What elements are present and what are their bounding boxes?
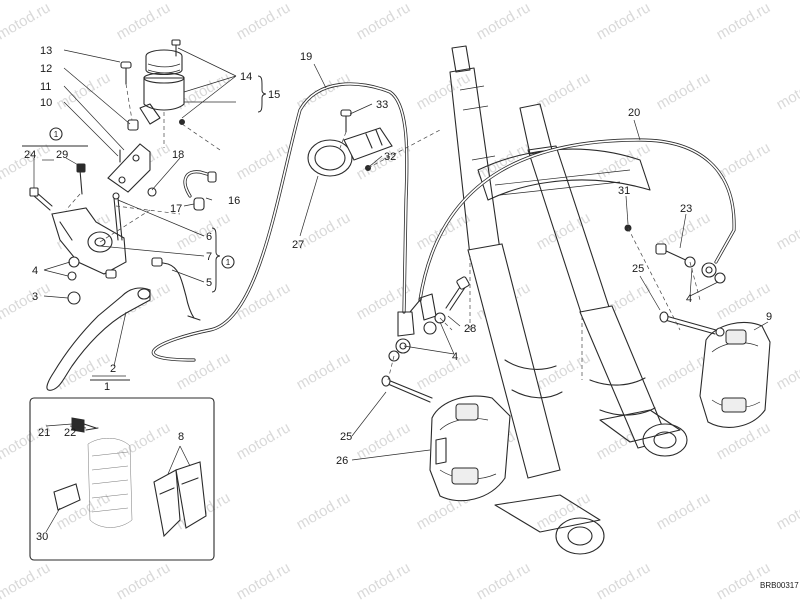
callout-31: 31 xyxy=(618,185,630,197)
watermark-text: motod.ru xyxy=(474,559,534,600)
callout-29: 29 xyxy=(56,149,68,161)
watermark-text: motod.ru xyxy=(534,69,594,113)
bolt-23 xyxy=(624,224,726,284)
view-marker-circle-top xyxy=(49,127,63,141)
watermark-text: motod.ru xyxy=(174,349,234,393)
view-marker-circle-right xyxy=(221,255,235,269)
callout-17: 17 xyxy=(170,203,182,215)
callout-6: 6 xyxy=(206,231,212,243)
brake-fluid-reservoir xyxy=(139,39,185,125)
assembly-lines xyxy=(65,83,701,381)
watermark-text: motod.ru xyxy=(234,559,294,600)
banjo-bolt-28 xyxy=(388,276,470,362)
watermark-text: motod.ru xyxy=(714,279,774,323)
callout-23: 23 xyxy=(680,203,692,215)
brake-light-switch xyxy=(105,257,201,321)
watermark-text: motod.ru xyxy=(114,559,174,600)
watermark-text: motod.ru xyxy=(354,419,414,463)
watermark-text: motod.ru xyxy=(294,349,354,393)
brake-caliper-right xyxy=(699,321,771,428)
caliper-bolts xyxy=(381,311,725,403)
watermark-text: motod.ru xyxy=(414,69,474,113)
watermark-text: motod.ru xyxy=(354,0,414,43)
callout-27: 27 xyxy=(292,239,304,251)
callout-9: 9 xyxy=(766,311,772,323)
watermark-text: motod.ru xyxy=(114,0,174,43)
callout-30: 30 xyxy=(36,531,48,543)
callout-22: 22 xyxy=(64,427,76,439)
callout-15: 15 xyxy=(268,89,280,101)
watermark-text: motod.ru xyxy=(774,69,800,113)
callout-4-right: 4 xyxy=(686,293,692,305)
brake-hose-20 xyxy=(418,138,736,302)
callout-10: 10 xyxy=(40,97,52,109)
leader-lines xyxy=(33,47,769,533)
hose-clamp xyxy=(307,109,393,177)
callout-26: 26 xyxy=(336,455,348,467)
brake-master-cylinder xyxy=(29,163,127,305)
watermark-text: motod.ru xyxy=(234,0,294,43)
callout-12: 12 xyxy=(40,63,52,75)
watermark-text: motod.ru xyxy=(174,209,234,253)
callout-8: 8 xyxy=(178,431,184,443)
watermark-text: motod.ru xyxy=(594,139,654,183)
callout-13: 13 xyxy=(40,45,52,57)
callout-18: 18 xyxy=(172,149,184,161)
watermark-text: motod.ru xyxy=(0,279,53,323)
watermark-text: motod.ru xyxy=(714,0,774,43)
callout-16: 16 xyxy=(228,195,240,207)
callout-32: 32 xyxy=(384,151,396,163)
drawing-code: BRB00317 xyxy=(760,581,799,590)
callout-labels: 13 12 11 10 14 15 18 17 16 24 29 6 7 5 4… xyxy=(24,45,772,543)
callout-28: 28 xyxy=(464,323,476,335)
callout-14: 14 xyxy=(240,71,252,83)
callout-24: 24 xyxy=(24,149,36,161)
inset-brake-pads xyxy=(29,397,215,561)
view-marker-label-right: 1 xyxy=(226,258,231,267)
watermark-text: motod.ru xyxy=(654,489,714,533)
watermark-text: motod.ru xyxy=(474,0,534,43)
watermark-text: motod.ru xyxy=(774,349,800,393)
callout-4-mid: 4 xyxy=(452,351,458,363)
callout-5: 5 xyxy=(206,277,212,289)
watermark-text: motod.ru xyxy=(0,0,53,43)
group-braces xyxy=(22,75,267,381)
watermark-text: motod.ru xyxy=(114,419,174,463)
watermark-text: motod.ru xyxy=(774,209,800,253)
callout-11: 11 xyxy=(40,81,51,93)
callout-25-left: 25 xyxy=(340,431,352,443)
brake-lever xyxy=(46,287,151,391)
watermark-text: motod.ru xyxy=(654,69,714,113)
callout-2: 2 xyxy=(110,363,116,375)
watermark-text: motod.ru xyxy=(0,559,53,600)
watermark-text: motod.ru xyxy=(354,559,414,600)
watermark-text: motod.ru xyxy=(234,419,294,463)
view-marker-label-top: 1 xyxy=(54,130,59,139)
view-markers: 1 1 xyxy=(49,127,235,269)
callout-21: 21 xyxy=(38,427,50,439)
watermark-text: motod.ru xyxy=(0,419,53,463)
watermark-text: motod.ru xyxy=(594,559,654,600)
reservoir-hose xyxy=(183,170,217,211)
watermark-text: motod.ru xyxy=(414,349,474,393)
watermark-text: motod.ru xyxy=(594,0,654,43)
callout-33: 33 xyxy=(376,99,388,111)
callout-20: 20 xyxy=(628,107,640,119)
reservoir-bracket xyxy=(107,61,157,197)
callout-25-right: 25 xyxy=(632,263,644,275)
callout-3: 3 xyxy=(32,291,38,303)
front-fork xyxy=(449,45,688,555)
watermark-text: motod.ru xyxy=(714,559,774,600)
watermark-text: motod.ru xyxy=(474,139,534,183)
callout-4-left: 4 xyxy=(32,265,38,277)
watermark-text: motod.ru xyxy=(534,349,594,393)
callout-1: 1 xyxy=(104,381,110,393)
brake-caliper-left xyxy=(429,395,511,502)
callout-19: 19 xyxy=(300,51,312,63)
callout-7: 7 xyxy=(206,251,212,263)
watermark-text: motod.ru xyxy=(774,489,800,533)
watermark-text: motod.ru xyxy=(294,489,354,533)
